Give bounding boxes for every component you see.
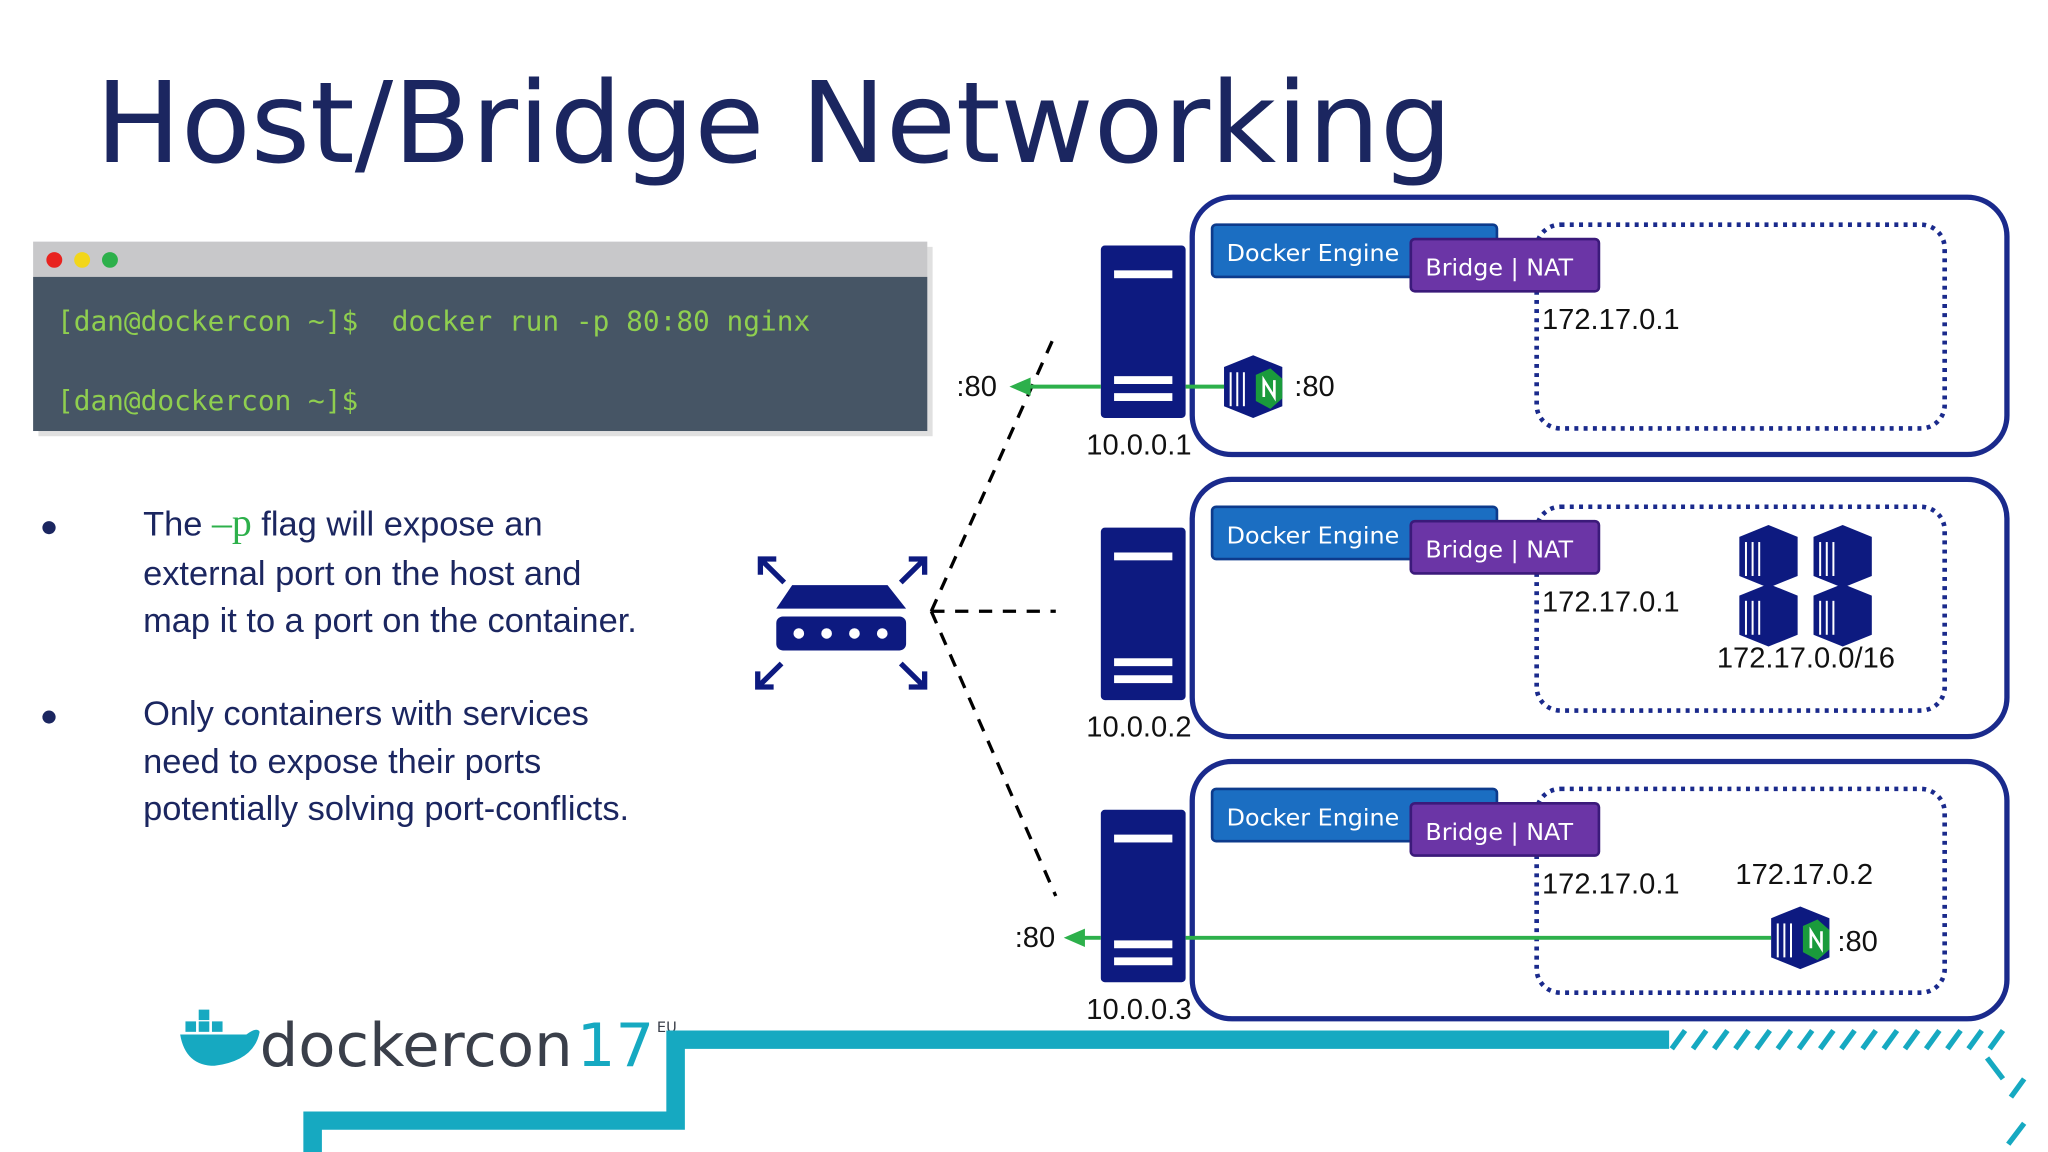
container-icon xyxy=(1813,525,1872,588)
bridge-nat-label: Bridge | NAT xyxy=(1425,536,1573,564)
host-box xyxy=(1189,476,2010,740)
footer-decoration xyxy=(303,1029,2027,1152)
bridge-nat-tab xyxy=(1409,801,1601,857)
nginx-container-icon xyxy=(1224,355,1283,418)
logo-text: dockercon xyxy=(260,1011,573,1081)
host-ip: 10.0.0.2 xyxy=(1086,712,1191,744)
network-links xyxy=(929,332,1058,897)
bullet-text: need to expose their ports xyxy=(143,743,541,781)
container-ip: 172.17.0.2 xyxy=(1735,859,1873,891)
gateway-ip: 172.17.0.1 xyxy=(1542,586,1680,618)
bridge-network-box xyxy=(1534,222,1947,431)
bullet-text: Only containers with services xyxy=(143,695,589,733)
logo-edition: 17 xyxy=(577,1011,655,1081)
container-port: :80 xyxy=(1294,371,1335,403)
docker-engine-label: Docker Engine xyxy=(1227,239,1400,267)
host-port: :80 xyxy=(956,371,997,403)
host-port: :80 xyxy=(1015,922,1056,954)
terminal-line: [dan@dockercon ~]$ docker run -p 80:80 n… xyxy=(57,305,810,338)
bridge-network-box xyxy=(1534,786,1947,995)
container-icon xyxy=(1739,525,1798,588)
minimize-dot xyxy=(74,252,91,268)
bullet-text: map it to a port on the container. xyxy=(143,602,637,640)
host-ip: 10.0.0.1 xyxy=(1086,430,1191,462)
bridge-nat-tab xyxy=(1409,519,1601,575)
bullet-text: external port on the host and xyxy=(143,555,581,593)
docker-engine-label: Docker Engine xyxy=(1227,522,1400,550)
server-icon xyxy=(1100,245,1186,418)
bridge-nat-tab xyxy=(1409,237,1601,293)
container-port: :80 xyxy=(1837,926,1878,958)
router-icon xyxy=(755,556,928,690)
bullet-text: The –p flag will expose an xyxy=(143,501,543,545)
bridge-nat-label: Bridge | NAT xyxy=(1425,818,1573,846)
container-icon xyxy=(1813,583,1872,647)
server-icon xyxy=(1100,809,1186,983)
host-ip: 10.0.0.3 xyxy=(1086,994,1191,1026)
docker-engine-label: Docker Engine xyxy=(1227,804,1400,832)
dockercon-logo: dockercon 17 EU xyxy=(180,1009,677,1081)
subnet: 172.17.0.0/16 xyxy=(1717,643,1895,675)
server-icon xyxy=(1100,527,1186,701)
terminal-line: [dan@dockercon ~]$ xyxy=(57,384,358,417)
terminal-window: [dan@dockercon ~]$ docker run -p 80:80 n… xyxy=(33,241,933,437)
bullet-text: potentially solving port-conflicts. xyxy=(143,790,629,828)
host-box xyxy=(1189,194,2010,458)
container-icon xyxy=(1739,583,1798,647)
gateway-ip: 172.17.0.1 xyxy=(1542,869,1680,901)
page-title: Host/Bridge Networking xyxy=(95,58,1452,189)
bullet-list: The –p flag will expose an external port… xyxy=(42,501,637,828)
maximize-dot xyxy=(102,252,118,268)
bridge-network-box xyxy=(1534,504,1947,713)
bridge-nat-label: Bridge | NAT xyxy=(1425,254,1573,282)
nginx-container-icon xyxy=(1771,906,1830,970)
host-box xyxy=(1189,758,2010,1022)
close-dot xyxy=(46,252,63,268)
gateway-ip: 172.17.0.1 xyxy=(1542,304,1680,336)
